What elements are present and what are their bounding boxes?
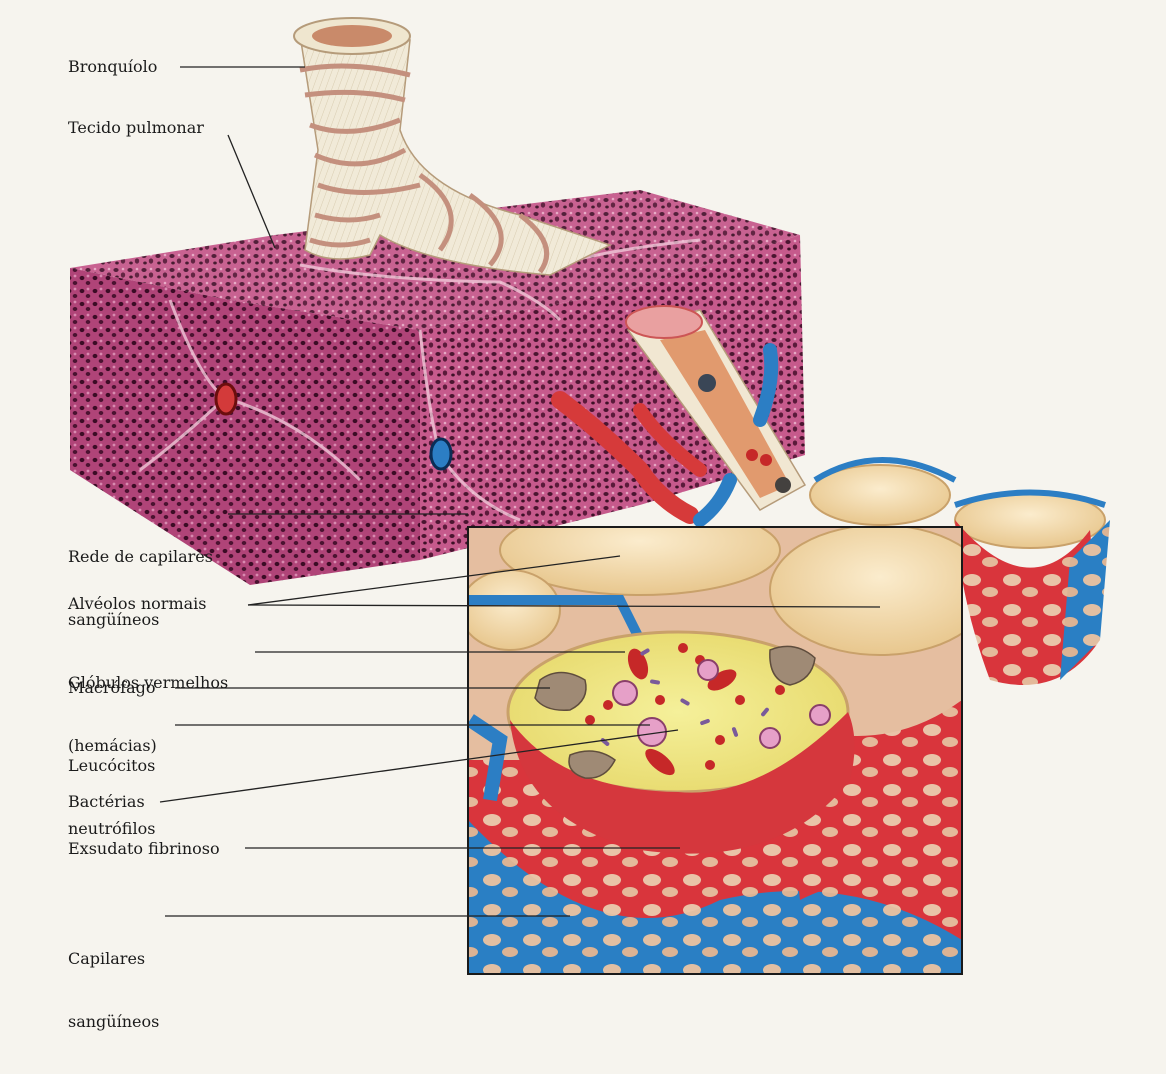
macrophages: [534, 645, 816, 779]
label-bronquiolo: Bronquíolo: [68, 57, 158, 76]
alveoli-right: [809, 457, 1110, 685]
label-capilares: Capilares sangüíneos: [68, 906, 159, 1074]
label-leucocitos-line1: Leucócitos: [68, 756, 156, 775]
label-bacterias: Bactérias: [68, 792, 145, 811]
label-capilares-line1: Capilares: [68, 949, 146, 968]
label-exsudato: Exsudato fibrinoso: [68, 839, 220, 858]
red-blood-cells: [585, 643, 785, 776]
cut-vessel: [625, 305, 807, 511]
label-globulos-line2: (hemácias): [68, 736, 157, 755]
label-rede-capilares-line2: sangüíneos: [68, 610, 160, 629]
inset-frame: [467, 526, 963, 975]
tissue-block-side: [420, 235, 805, 560]
label-leucocitos: Leucócitos neutrófilos: [68, 713, 155, 881]
label-alveolos-normais: Alvéolos normais: [68, 594, 207, 613]
label-globulos-vermelhos: Glóbulos vermelhos (hemácias): [68, 630, 228, 798]
tissue-block-top: [70, 190, 800, 330]
label-tecido-pulmonar: Tecido pulmonar: [68, 118, 204, 137]
tissue-block-front: [70, 268, 420, 585]
inset-detail: [468, 527, 962, 974]
pneumonia-diagram: Bronquíolo Tecido pulmonar Rede de capil…: [68, 17, 1110, 1031]
label-leucocitos-line2: neutrófilos: [68, 819, 156, 838]
label-rede-capilares-line1: Rede de capilares: [68, 547, 213, 566]
leader-lines: [159, 66, 881, 917]
lung-tissue-illustration: [70, 17, 1110, 975]
label-macrofago: Macrófago: [68, 678, 156, 697]
label-globulos-line1: Glóbulos vermelhos: [68, 673, 229, 692]
label-rede-capilares: Rede de capilares sangüíneos: [68, 504, 213, 672]
label-capilares-line2: sangüíneos: [68, 1012, 160, 1031]
bronchiole: [293, 17, 612, 276]
